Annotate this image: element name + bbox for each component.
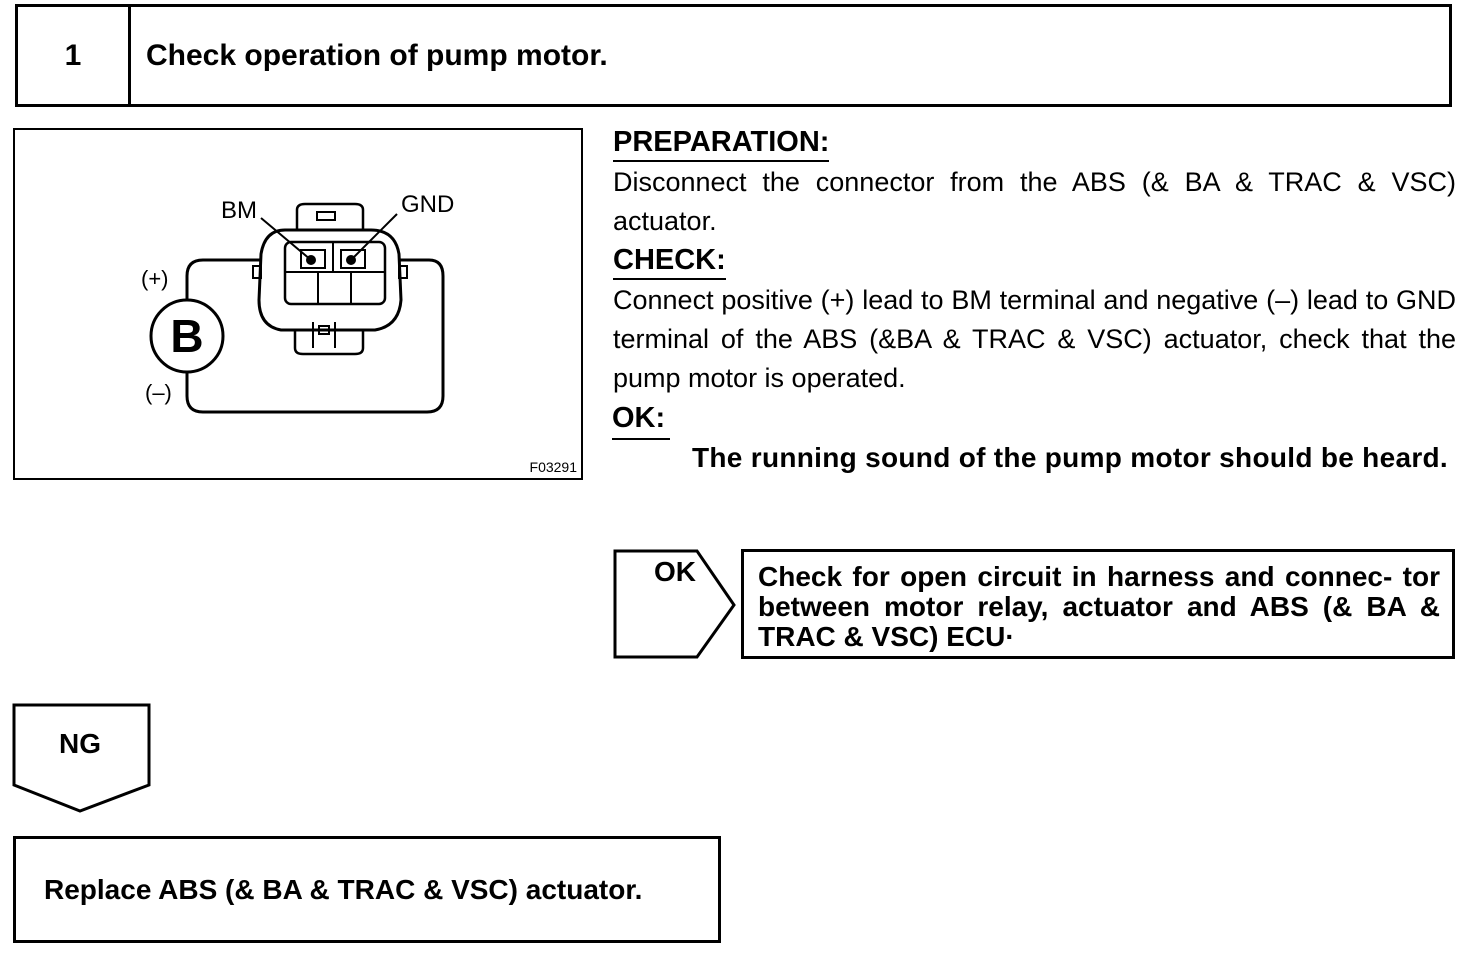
ng-arrow-label: NG bbox=[59, 728, 101, 759]
preparation-text: Disconnect the connector from the ABS (&… bbox=[613, 167, 1456, 236]
ok-section: OK: bbox=[612, 400, 665, 436]
bottom-tab-slot bbox=[318, 325, 330, 335]
preparation-section: PREPARATION: bbox=[613, 124, 830, 162]
label-plus: (+) bbox=[141, 266, 169, 291]
ng-arrow-icon bbox=[12, 703, 151, 813]
right-lug bbox=[398, 265, 408, 279]
left-lug bbox=[252, 265, 262, 279]
ng-result-box: Replace ABS (& BA & TRAC & VSC) actuator… bbox=[13, 836, 721, 943]
figure-code: F03291 bbox=[530, 459, 578, 475]
check-heading: CHECK: bbox=[613, 242, 726, 280]
ok-result-box: Check for open circuit in harness and co… bbox=[741, 549, 1455, 659]
wiring-figure: BM GND (+) (–) B F03291 bbox=[13, 128, 583, 480]
label-gnd: GND bbox=[401, 191, 454, 218]
gnd-probe-dot bbox=[346, 255, 356, 265]
connector-latch bbox=[295, 202, 365, 230]
check-section: CHECK: bbox=[613, 242, 726, 280]
bm-probe-dot bbox=[306, 255, 316, 265]
bm-leader-line bbox=[260, 217, 312, 261]
ok-arrow-icon bbox=[613, 549, 736, 659]
connector-diagram: BM GND (+) (–) B F03291 bbox=[141, 191, 578, 475]
label-bm: BM bbox=[221, 197, 257, 224]
step-number: 1 bbox=[18, 7, 131, 104]
battery-circle bbox=[149, 298, 225, 374]
connector-housing bbox=[257, 228, 403, 332]
label-minus: (–) bbox=[145, 380, 172, 405]
step-title: Check operation of pump motor. bbox=[146, 38, 608, 72]
preparation-heading: PREPARATION: bbox=[613, 124, 830, 162]
terminal-gnd-pocket bbox=[340, 249, 366, 269]
ok-heading-underline bbox=[612, 438, 670, 440]
step-header: 1 Check operation of pump motor. bbox=[15, 4, 1452, 107]
connector-bottom-tab bbox=[293, 330, 365, 356]
latch-slot bbox=[316, 211, 336, 221]
battery-symbol: B bbox=[170, 310, 203, 362]
check-text: Connect positive (+) lead to BM terminal… bbox=[613, 285, 1456, 393]
ok-heading: OK: bbox=[612, 402, 666, 434]
ok-criterion: The running sound of the pump motor shou… bbox=[692, 442, 1448, 473]
gnd-leader-line bbox=[350, 213, 398, 261]
terminal-bm-pocket bbox=[300, 249, 326, 269]
ok-arrow-label: OK bbox=[654, 556, 696, 587]
circuit-wire bbox=[185, 258, 445, 414]
